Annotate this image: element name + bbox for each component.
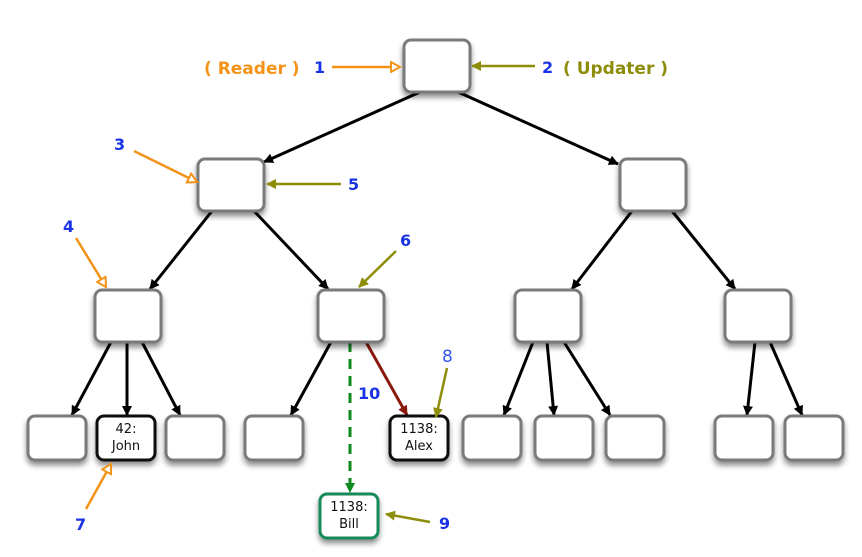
tree-node-root <box>402 38 472 94</box>
step-label-4: 4 <box>63 217 74 236</box>
step-label-3: 3 <box>114 135 125 154</box>
tree-node-r2a <box>513 288 583 344</box>
node-label-line: 42: <box>116 422 137 437</box>
step-label-2: 2 <box>542 58 553 77</box>
node-label-line: John <box>111 439 140 454</box>
edge-r1-to-r2b <box>670 210 737 290</box>
pointer-arrows <box>74 61 535 524</box>
edge-l1-to-l2a <box>148 210 214 290</box>
edges-layer <box>70 90 804 493</box>
reader-label: ( Reader ) <box>204 59 300 79</box>
tree-node-leaf3 <box>164 414 226 462</box>
node-box <box>461 414 523 462</box>
tree-node-newnode: 1138: Bill <box>318 492 380 540</box>
node-box <box>26 414 88 462</box>
step-label-8: 8 <box>442 347 453 367</box>
pointer-arrow-9 <box>385 510 431 524</box>
node-box <box>388 414 450 462</box>
pointer-arrow-3 <box>133 149 197 182</box>
tree-node-leaf7 <box>533 414 595 462</box>
edge-r2a-to-leaf8 <box>562 341 612 416</box>
edge-r2b-to-leaf9 <box>743 341 757 416</box>
edge-root-to-r1 <box>457 90 619 166</box>
updater-label: ( Updater ) <box>563 59 668 79</box>
step-label-5: 5 <box>348 175 359 194</box>
node-box <box>723 288 793 344</box>
step-label-10: 10 <box>358 384 380 403</box>
node-box <box>95 414 157 462</box>
tree-node-l2b <box>316 288 386 344</box>
node-box <box>783 414 845 462</box>
tree-node-leaf5: 1138: Alex <box>388 414 450 462</box>
node-label-line: 1138: <box>400 422 437 437</box>
node-box <box>318 492 380 540</box>
pointer-arrow-8 <box>433 367 449 418</box>
node-label-line: Alex <box>405 439 433 454</box>
node-box <box>604 414 666 462</box>
node-box <box>243 414 305 462</box>
tree-node-leaf6 <box>461 414 523 462</box>
tree-node-leaf9 <box>713 414 775 462</box>
node-box <box>196 157 266 213</box>
node-box <box>93 288 163 344</box>
node-box <box>513 288 583 344</box>
step-label-6: 6 <box>400 231 411 250</box>
edge-r1-to-r2a <box>570 210 634 290</box>
edge-l2a-to-leaf1 <box>70 341 113 416</box>
tree-node-leaf10 <box>783 414 845 462</box>
pointer-arrow-6 <box>358 250 397 288</box>
step-label-1: 1 <box>314 58 325 77</box>
edge-l2b-to-leaf4 <box>289 341 333 416</box>
step-label-9: 9 <box>439 514 450 533</box>
annotations: ( Reader ) 1 2 ( Updater ) 3 4 5 6 7 8 9… <box>63 58 668 534</box>
edge-l2b-to-leaf5 <box>364 341 409 416</box>
edge-l1-to-l2b <box>252 209 330 291</box>
pointer-arrow-4 <box>74 237 106 287</box>
step-label-7: 7 <box>75 515 86 534</box>
edge-l2a-to-leaf3 <box>140 341 182 416</box>
pointer-arrow-7 <box>84 464 113 510</box>
tree-node-leaf8 <box>604 414 666 462</box>
node-box <box>164 414 226 462</box>
node-label-line: Bill <box>339 517 359 532</box>
node-box <box>316 288 386 344</box>
node-box <box>618 157 688 213</box>
tree-node-l1 <box>196 157 266 213</box>
edge-root-to-l1 <box>263 90 421 164</box>
tree-node-leaf1 <box>26 414 88 462</box>
edge-r2b-to-leaf10 <box>768 341 804 416</box>
edge-r2a-to-leaf7 <box>545 341 559 416</box>
node-box <box>713 414 775 462</box>
tree-node-leaf2: 42: John <box>95 414 157 462</box>
tree-node-r1 <box>618 157 688 213</box>
nodes-layer: 42: John 1138: Alex 1138: Bill <box>26 38 845 540</box>
tree-node-r2b <box>723 288 793 344</box>
node-box <box>402 38 472 94</box>
node-label-line: 1138: <box>330 500 367 515</box>
edge-r2a-to-leaf6 <box>502 341 535 416</box>
tree-node-leaf4 <box>243 414 305 462</box>
node-box <box>533 414 595 462</box>
tree-node-l2a <box>93 288 163 344</box>
